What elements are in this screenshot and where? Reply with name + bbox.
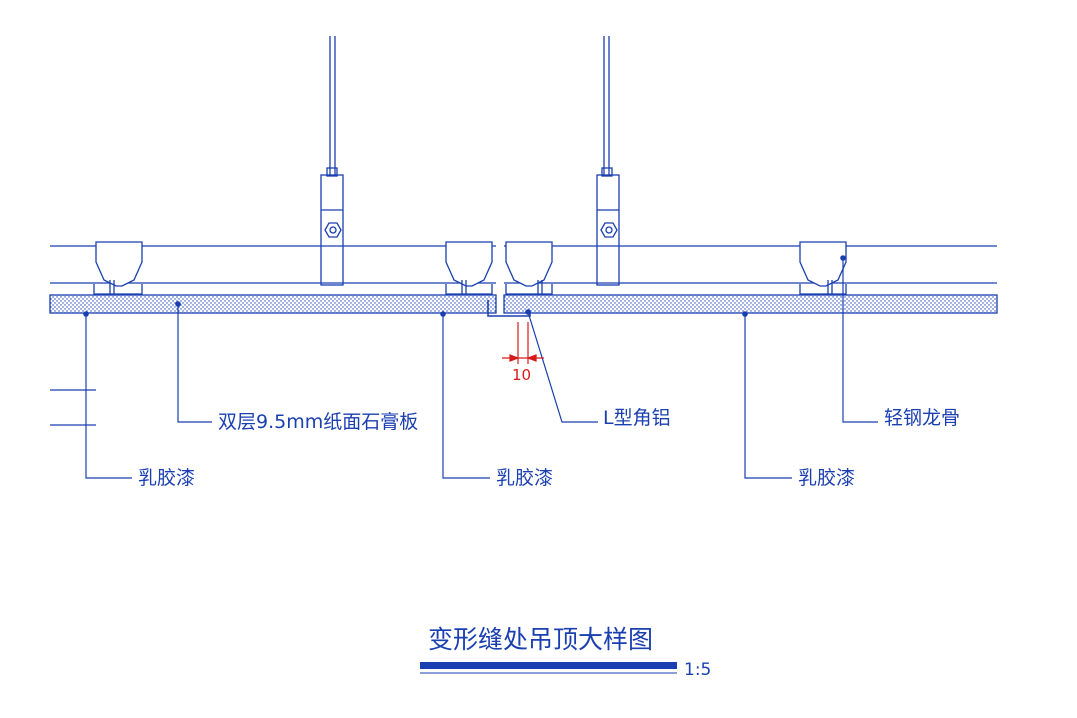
leader-paint-right [742,311,792,479]
label-paint-mid: 乳胶漆 [496,467,553,489]
main-channel-right [504,245,997,284]
drawing-title: 变形缝处吊顶大样图 [428,625,653,654]
leader-angle [525,309,598,423]
label-angle: L型角铝 [603,407,671,429]
leader-keel [840,255,878,423]
leader-paint-mid [440,311,490,479]
keel-profile-1 [93,241,143,312]
gypsum-board-left [49,294,497,314]
hanger-rod-right [596,36,620,286]
gypsum-board-right [503,294,998,314]
dimension-gap-label: 10 [512,366,531,384]
drawing-scale: 1:5 [684,660,711,680]
hanger-rod-left [320,36,344,286]
leader-paint-left [83,311,132,479]
leader-board [175,301,212,423]
break-marks [50,389,96,426]
l-angle-aluminum [487,300,531,317]
label-board: 双层9.5mm纸面石膏板 [218,410,418,433]
title-underline [420,662,677,669]
label-paint-right: 乳胶漆 [798,467,855,489]
label-keel: 轻钢龙骨 [884,407,960,429]
dimension-gap [502,322,544,364]
label-paint-left: 乳胶漆 [138,467,195,489]
